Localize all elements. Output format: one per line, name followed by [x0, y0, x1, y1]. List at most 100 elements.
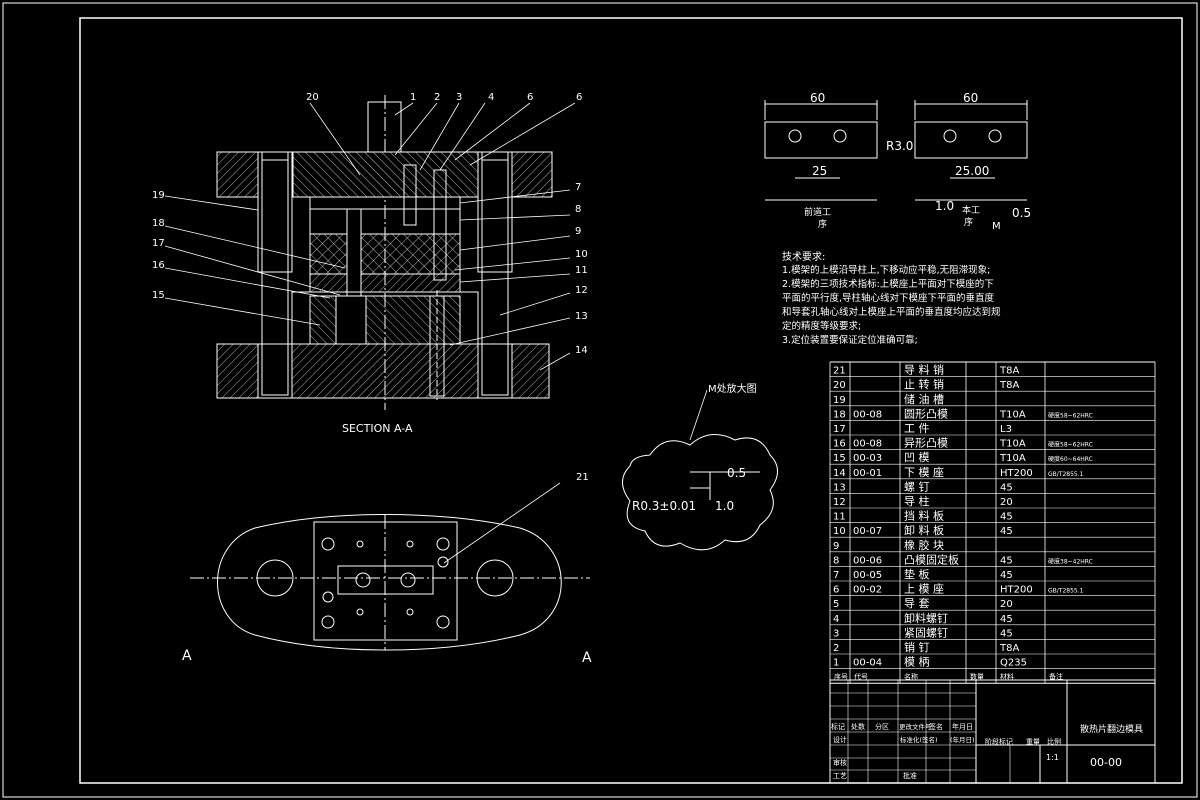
bom-cell-mat: 45	[1000, 512, 1013, 523]
dim-left-pitch: 25	[812, 164, 827, 178]
tb-stage: 阶段标记	[985, 737, 1013, 746]
bom-cell-mat: 45	[1000, 628, 1013, 639]
balloon-8: 8	[575, 204, 581, 215]
balloon-21: 21	[576, 472, 589, 483]
balloon-15: 15	[152, 290, 165, 301]
detail-dim-top: 0.5	[727, 466, 746, 480]
bom-cell-name: 上 模 座	[904, 582, 944, 596]
strip-views	[764, 100, 1028, 201]
bom-cell-no: 12	[833, 497, 846, 508]
tech-req-line-3: 平面的平行度,导柱轴心线对下模座下平面的垂直度	[782, 292, 995, 304]
section-label: SECTION A-A	[342, 422, 413, 435]
bom-cell-note: 硬度60~64HRC	[1048, 455, 1093, 463]
bom-cell-no: 10	[833, 526, 846, 537]
caption-left-2: 序	[818, 218, 827, 230]
balloon-17: 17	[152, 238, 165, 249]
balloon-2: 2	[434, 92, 440, 103]
bom-cell-no: 7	[833, 570, 839, 581]
bom-cell-name: 橡 胶 块	[904, 538, 944, 552]
section-view	[164, 95, 576, 410]
bom-cell-note: 硬度58~62HRC	[1048, 411, 1093, 419]
balloon-13: 13	[575, 311, 588, 322]
detail-title: M处放大图	[708, 382, 757, 395]
plan-view	[190, 482, 590, 651]
bom-cell-name: 导 套	[904, 597, 930, 610]
dim-right-pitch: 25.00	[955, 164, 989, 178]
bom-cell-mat: 45	[1000, 614, 1013, 625]
bom-cell-name: 螺 钉	[904, 480, 930, 493]
tb-design: 设计	[833, 735, 847, 744]
tech-req-line-5: 定的精度等级要求;	[782, 320, 861, 332]
detail-view	[622, 389, 778, 551]
bom-cell-name: 异形凸模	[904, 437, 948, 450]
bom-cell-no: 11	[833, 512, 846, 523]
balloon-11: 11	[575, 265, 588, 276]
tech-req-line-4: 和导套孔轴心线对上模座上平面的垂直度均应达到规	[782, 306, 1001, 318]
caption-right-2: 序	[964, 216, 973, 228]
bom-cell-mat: L3	[1000, 424, 1012, 435]
dim-right-a: 1.0	[935, 199, 954, 213]
bom-cell-name: 垫 板	[904, 567, 930, 581]
tb-standard: 标准化(签名)	[900, 735, 938, 744]
balloon-18: 18	[152, 218, 165, 229]
part-balloons: 20 1 2 3 4 6 6 7 8 9 10 11 12 13 14 15 1…	[152, 92, 589, 483]
bom-cell-no: 2	[833, 643, 839, 654]
bom-cell-no: 20	[833, 380, 846, 391]
dim-right-b: 0.5	[1012, 206, 1031, 220]
bom-cell-no: 9	[833, 541, 839, 552]
tb-weight: 重量	[1026, 738, 1040, 746]
bom-cell-code: 00-08	[853, 439, 882, 450]
dim-left-width: 60	[810, 91, 825, 105]
bom-cell-name: 销 钉	[904, 640, 930, 654]
bom-cell-name: 导 柱	[904, 494, 930, 508]
tech-req-line-1: 1.模架的上模沿导柱上,下移动应平稳,无阻滞现象;	[782, 264, 990, 276]
bom-cell-mat: Q235	[1000, 658, 1027, 669]
balloon-3: 3	[456, 92, 462, 103]
bom-cell-mat: 20	[1000, 599, 1013, 610]
balloon-1: 1	[410, 92, 416, 103]
tb-date: 年月日	[952, 722, 973, 731]
bom-cell-no: 4	[833, 614, 839, 625]
title-block	[829, 679, 1156, 784]
bom-cell-code: 00-08	[853, 409, 882, 420]
bom-cell-mat: T10A	[999, 453, 1026, 464]
tb-scale-label: 比例	[1047, 737, 1061, 746]
dim-right-width: 60	[963, 91, 978, 105]
bom-cell-name: 下 模 座	[904, 465, 944, 479]
caption-right-1: 本工	[962, 204, 980, 216]
balloon-7: 7	[575, 182, 581, 193]
bom-cell-no: 5	[833, 599, 839, 610]
tb-zone: 分区	[875, 722, 889, 731]
tech-req-line-2: 2.模架的三项技术指标:上模座上平面对下模座的下	[782, 278, 994, 290]
bom-cell-mat: 45	[1000, 570, 1013, 581]
balloon-20: 20	[306, 92, 319, 103]
bom-cell-name: 卸料螺钉	[904, 611, 948, 625]
bom-cell-mat: T8A	[999, 380, 1019, 391]
bom-cell-no: 16	[833, 439, 846, 450]
tech-req-line-6: 3.定位装置要保证定位准确可靠;	[782, 334, 918, 346]
balloon-6b: 6	[576, 92, 582, 103]
bom-header-qty: 数量	[970, 672, 984, 681]
bom-cell-note: GB/T2855.1	[1048, 471, 1084, 478]
bom-cell-name: 工 件	[904, 422, 930, 435]
inner-frame	[79, 17, 1183, 784]
bom-cell-no: 15	[833, 453, 846, 464]
detail-dim-radius: R0.3±0.01	[632, 499, 696, 513]
bom-header-mat: 材料	[1000, 672, 1014, 681]
bom-cell-code: 00-02	[853, 585, 882, 596]
bom-cell-no: 13	[833, 482, 846, 493]
bom-header-code: 代号	[854, 672, 868, 681]
bom-cell-no: 6	[833, 585, 839, 596]
bom-cell-mat: 45	[1000, 526, 1013, 537]
section-marker-right: A	[582, 650, 592, 666]
tb-title: 散热片翻边模具	[1080, 723, 1143, 735]
tb-count: 处数	[851, 722, 865, 731]
balloon-16: 16	[152, 260, 165, 271]
bom-cell-code: 00-05	[853, 570, 882, 581]
bom-cell-no: 8	[833, 555, 839, 566]
tb-drawing-no: 00-00	[1090, 756, 1122, 769]
balloon-9: 9	[575, 226, 581, 237]
bom-header-note: 备注	[1049, 672, 1063, 681]
